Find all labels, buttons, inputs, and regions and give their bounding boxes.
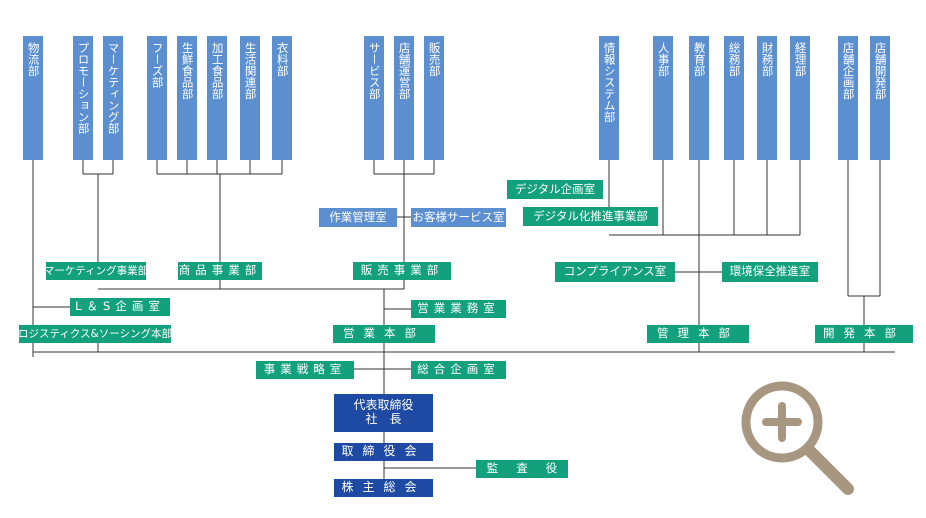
office-environmental: 環境保全推進室	[722, 262, 818, 282]
dept-accounting: 経理部	[790, 36, 810, 160]
office-ls-planning: L＆S企画室	[70, 298, 170, 316]
dept-it-systems: 情報システム部	[599, 36, 619, 160]
office-development-hq: 開発本部	[815, 325, 913, 343]
dept-education: 教育部	[689, 36, 709, 160]
office-marketing-division: マーケティング事業部	[46, 262, 146, 280]
office-sales-business: 営業業務室	[411, 300, 506, 318]
dept-store-development: 店舗開発部	[870, 36, 890, 160]
office-logistics-hq: ロジスティクス&ソーシング本部	[19, 325, 171, 343]
dept-finance: 財務部	[757, 36, 777, 160]
dept-lifestyle: 生活関連部	[240, 36, 260, 160]
office-customer-service: お客様サービス室	[411, 208, 506, 227]
office-corporate-planning: 総合企画室	[411, 361, 506, 379]
office-admin-hq: 管理本部	[647, 325, 749, 343]
ceo-box: 代表取締役 社長	[334, 394, 433, 432]
ceo-title: 代表取締役	[353, 398, 414, 413]
office-operations-management: 作業管理室	[319, 208, 397, 227]
office-merchandise-division: 商品事業部	[178, 262, 262, 280]
dept-sales-promo: 販売部	[424, 36, 444, 160]
dept-hr: 人事部	[653, 36, 673, 160]
ceo-role: 社長	[365, 412, 414, 426]
dept-general-affairs: 総務部	[724, 36, 744, 160]
zoom-in-magnifier-icon[interactable]	[730, 378, 862, 498]
office-digital-planning: デジタル企画室	[507, 180, 603, 199]
dept-marketing: マーケティング部	[103, 36, 123, 160]
dept-service: サービス部	[364, 36, 384, 160]
dept-store-operations: 店舗運営部	[394, 36, 414, 160]
dept-clothing: 衣料部	[272, 36, 292, 160]
office-strategy: 事業戦略室	[256, 361, 354, 379]
dept-logistics: 物流部	[23, 36, 43, 160]
office-sales-division: 販売事業部	[353, 262, 451, 280]
office-sales-hq: 営業本部	[333, 325, 435, 343]
shareholders-meeting: 株主総会	[334, 479, 433, 497]
dept-foods: フーズ部	[147, 36, 167, 160]
auditor: 監査役	[476, 460, 568, 478]
dept-promotion: プロモーション部	[73, 36, 93, 160]
office-digital-promotion: デジタル化推進事業部	[523, 207, 658, 226]
dept-store-planning: 店舗企画部	[838, 36, 858, 160]
dept-processed-food: 加工食品部	[207, 36, 227, 160]
board-of-directors: 取締役会	[334, 443, 433, 461]
office-compliance: コンプライアンス室	[555, 262, 675, 282]
dept-fresh-food: 生鮮食品部	[177, 36, 197, 160]
